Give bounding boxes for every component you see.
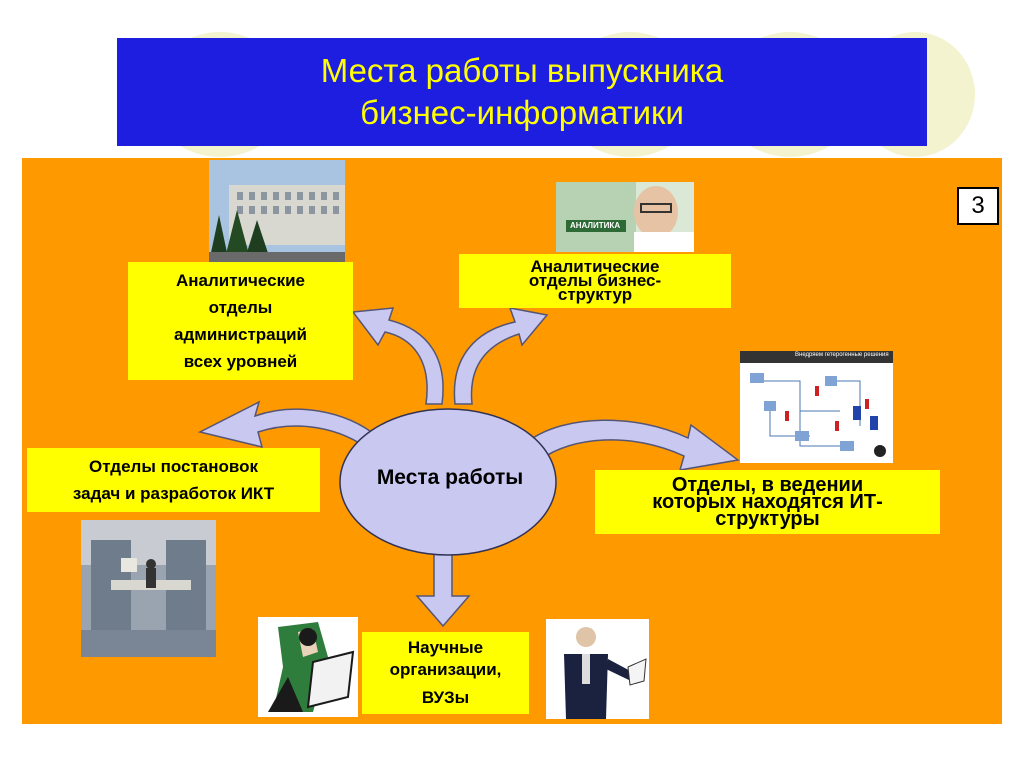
slide-number-badge: 3 — [957, 187, 999, 225]
analyst-image-caption: АНАЛИТИКА — [570, 221, 621, 230]
label-science: Научные организации, ВУЗы — [362, 632, 529, 714]
scholar-clipart — [258, 617, 358, 717]
label-admin-line: отделы — [208, 298, 273, 317]
label-ikt-line: задач и разработок ИКТ — [72, 484, 275, 503]
label-admin: Аналитические отделы администраций всех … — [128, 262, 353, 380]
label-ikt: Отделы постановок задач и разработок ИКТ — [27, 448, 320, 512]
label-science-line: организации, — [389, 660, 502, 679]
office-cubicle-image — [81, 520, 216, 657]
arrow-to-ikt — [197, 400, 379, 454]
label-business-line: отделы бизнес- — [528, 271, 662, 290]
arrow-to-business — [453, 307, 549, 405]
label-it: Отделы, в ведении которых находятся ИТ- … — [595, 470, 940, 534]
arrow-to-it — [529, 419, 740, 471]
analyst-image: АНАЛИТИКА — [556, 182, 694, 252]
presenter-clipart — [546, 619, 649, 719]
label-business: Аналитические отделы бизнес- структур — [459, 254, 731, 308]
label-admin-line: администраций — [174, 325, 307, 344]
label-business-line: структур — [557, 285, 633, 304]
label-science-line: ВУЗы — [421, 688, 470, 707]
label-ikt-line: Отделы постановок — [88, 457, 259, 476]
label-science-line: Научные — [407, 638, 484, 657]
label-admin-line: всех уровней — [183, 352, 298, 371]
title-line-1: Места работы выпускника — [320, 52, 724, 89]
label-business-line: Аналитические — [530, 257, 660, 276]
slide-title: Места работы выпускника бизнес-информати… — [117, 38, 927, 146]
label-it-line: структуры — [715, 507, 820, 530]
title-line-2: бизнес-информатики — [360, 94, 684, 131]
center-ellipse — [339, 408, 557, 556]
label-it-line: которых находятся ИТ- — [652, 490, 883, 513]
government-building-image — [209, 160, 345, 262]
arrow-to-admin — [351, 307, 444, 405]
label-admin-line: Аналитические — [176, 271, 305, 290]
label-it-line: Отделы, в ведении — [671, 473, 864, 496]
network-diagram-image: Внедряем гетерогенные решения — [740, 351, 893, 463]
network-diagram-header: Внедряем гетерогенные решения — [795, 352, 889, 358]
center-label: Места работы — [376, 466, 524, 489]
